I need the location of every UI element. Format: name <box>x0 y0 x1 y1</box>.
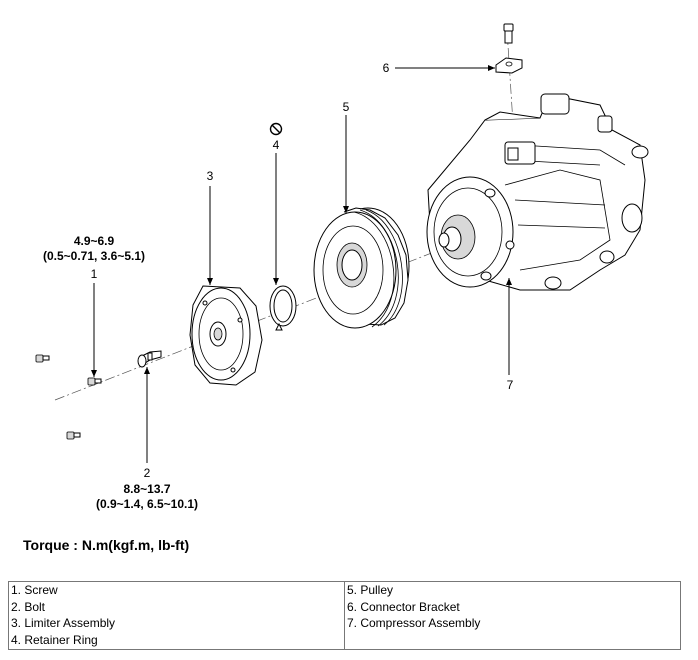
center-bolt <box>137 350 162 368</box>
compressor-assembly <box>426 93 649 291</box>
do-not-reuse-icon <box>269 122 283 136</box>
callout-5: 5 <box>343 100 350 114</box>
limiter-assembly <box>189 285 263 386</box>
legend-row: 1. Screw 2. Bolt 3. Limiter Assembly 4. … <box>8 581 681 650</box>
connector-bracket <box>495 23 523 74</box>
exploded-view-diagram: 1 2 3 4 5 6 7 4.9~6.9 (0.5~0.71, 3.6~5.1… <box>35 23 649 511</box>
legend-left-column: 1. Screw 2. Bolt 3. Limiter Assembly 4. … <box>8 581 345 650</box>
callout-4: 4 <box>273 138 280 152</box>
legend-item: 2. Bolt <box>11 599 46 614</box>
legend-item: 1. Screw <box>11 583 58 597</box>
legend-item: 3. Limiter Assembly <box>11 616 116 630</box>
torque-unit-label: Torque : N.m(kgf.m, lb-ft) <box>23 537 190 553</box>
torque-1-alt: (0.5~0.71, 3.6~5.1) <box>43 249 145 263</box>
callout-1: 1 <box>91 267 98 281</box>
callout-2: 2 <box>144 466 151 480</box>
pulley <box>313 207 410 329</box>
legend-item: 6. Connector Bracket <box>347 599 460 614</box>
legend-item: 5. Pulley <box>347 583 394 597</box>
callout-3: 3 <box>207 169 214 183</box>
parts-legend-table: 1. Screw 2. Bolt 3. Limiter Assembly 4. … <box>8 581 681 650</box>
legend-item: 7. Compressor Assembly <box>347 616 481 630</box>
callout-6: 6 <box>383 61 390 75</box>
torque-1-nm: 4.9~6.9 <box>74 234 115 248</box>
legend-item: 4. Retainer Ring <box>11 632 98 647</box>
screws <box>35 354 102 440</box>
retainer-ring <box>269 285 297 331</box>
torque-2-nm: 8.8~13.7 <box>123 482 170 496</box>
torque-2-alt: (0.9~1.4, 6.5~10.1) <box>96 497 198 511</box>
callout-7: 7 <box>507 378 514 392</box>
assembly-axis-line <box>54 237 471 401</box>
legend-right-column: 5. Pulley 6. Connector Bracket 7. Compre… <box>344 581 681 650</box>
